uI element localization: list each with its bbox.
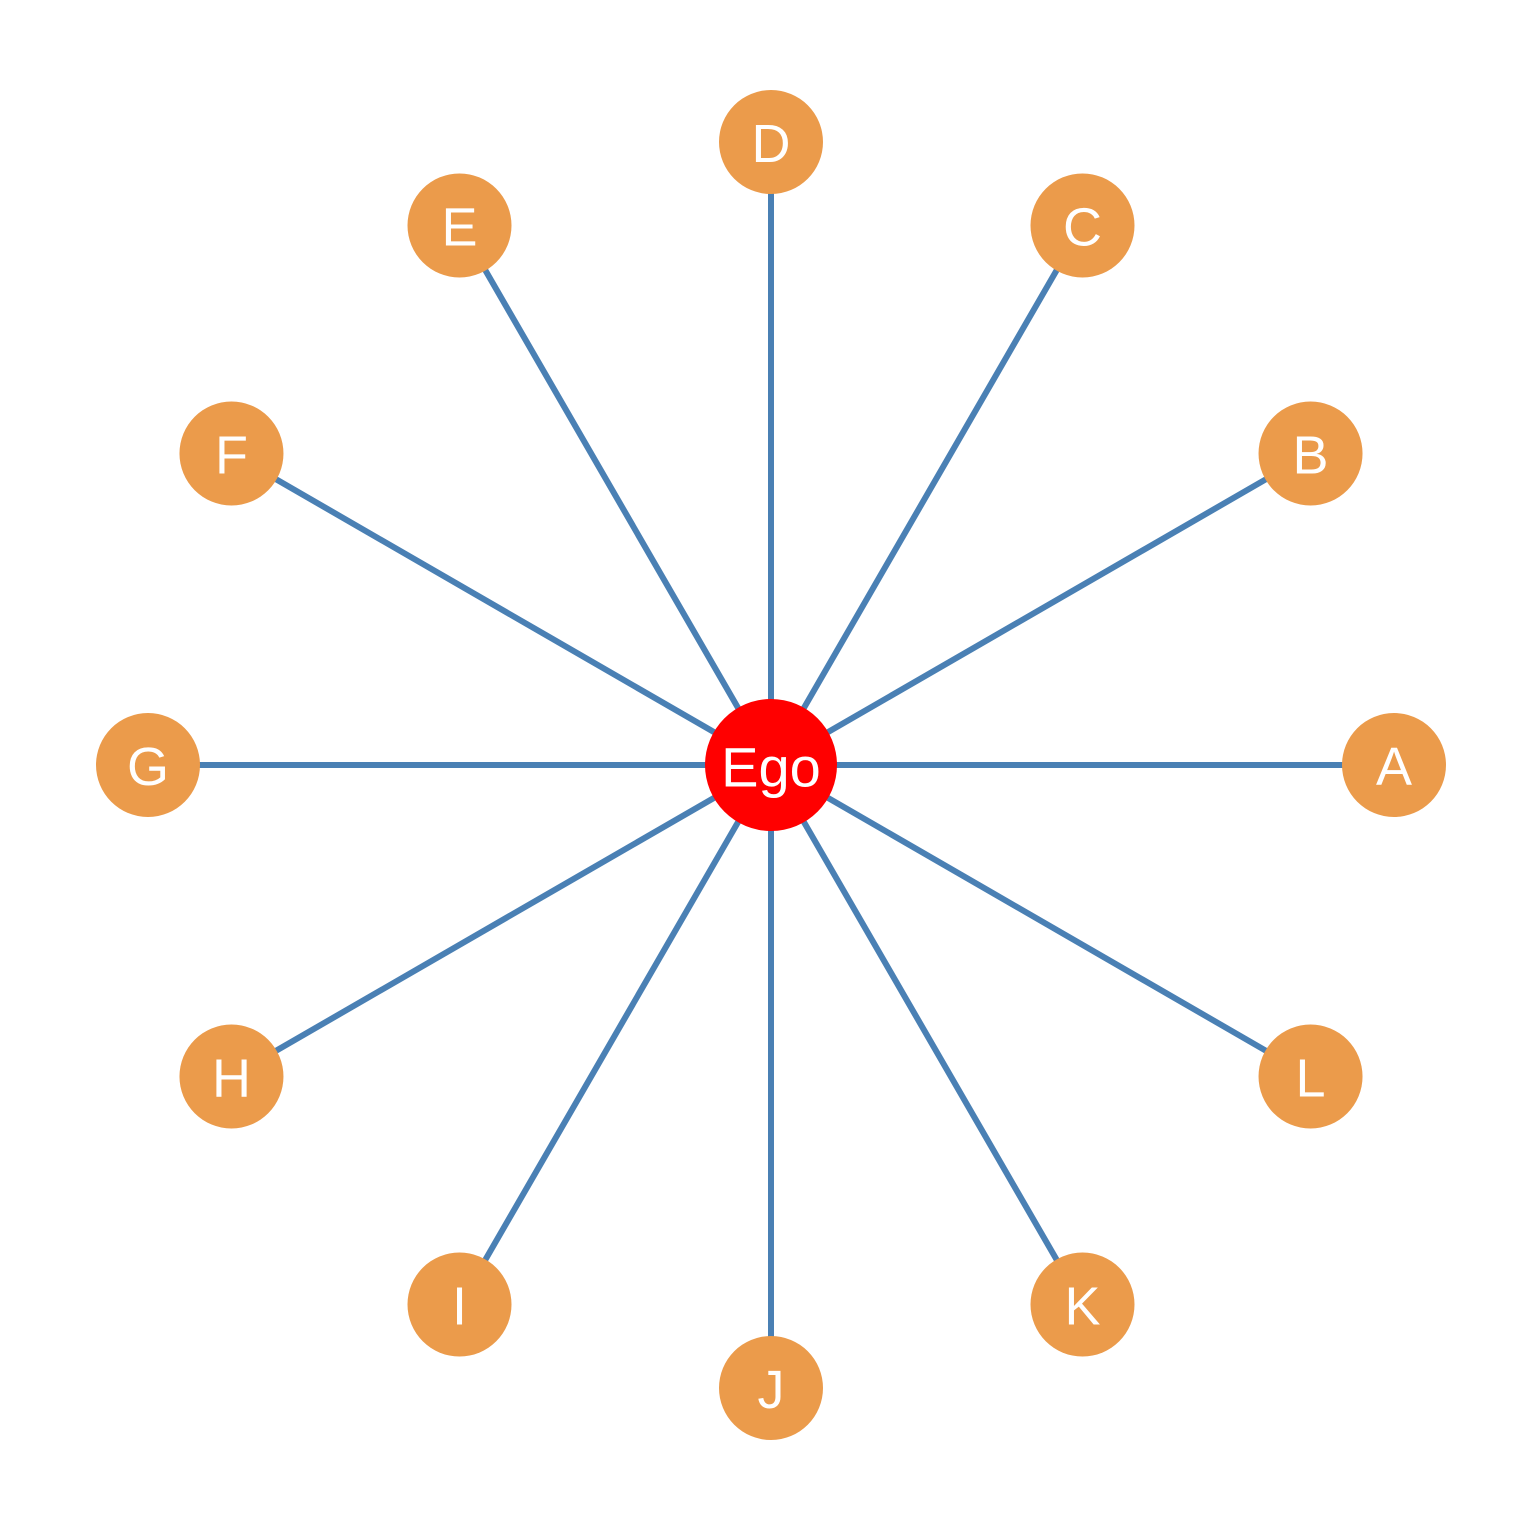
alter-node-h: H (179, 1024, 284, 1129)
alter-node-l: L (1258, 1024, 1363, 1129)
alter-node-circle (96, 713, 200, 817)
ego-node: Ego (705, 699, 837, 831)
edge-ego-f (229, 450, 773, 768)
alter-node-circle (1030, 173, 1135, 278)
edge-ego-k (768, 763, 1086, 1307)
alter-node-label: G (127, 737, 169, 797)
alter-node-circle (719, 90, 823, 194)
alter-node-label: F (215, 426, 248, 486)
edge-ego-i (456, 763, 774, 1307)
nodes-layer: A B C D E F G H I J K L (96, 90, 1446, 1440)
alter-node-circle (407, 173, 512, 278)
alter-node-label: K (1064, 1277, 1100, 1337)
alter-node-c: C (1030, 173, 1135, 278)
alter-node-label: E (441, 197, 477, 257)
alter-node-i: I (407, 1252, 512, 1357)
alter-node-circle (179, 401, 284, 506)
alter-node-f: F (179, 401, 284, 506)
edge-ego-l (769, 762, 1313, 1080)
alter-node-circle (1258, 1024, 1363, 1129)
edge-ego-h (229, 762, 773, 1080)
alter-node-circle (1030, 1252, 1135, 1357)
edge-ego-c (768, 223, 1086, 767)
alter-node-circle (719, 1336, 823, 1440)
alter-node-d: D (719, 90, 823, 194)
alter-node-circle (1342, 713, 1446, 817)
alter-node-g: G (96, 713, 200, 817)
alter-node-label: L (1296, 1049, 1326, 1109)
alter-node-e: E (407, 173, 512, 278)
alter-node-circle (407, 1252, 512, 1357)
alter-node-label: H (212, 1049, 251, 1109)
alter-node-label: C (1063, 197, 1102, 257)
alter-node-label: I (452, 1277, 467, 1337)
alter-node-j: J (719, 1336, 823, 1440)
alter-node-label: D (752, 114, 791, 174)
ego-node-label: Ego (721, 736, 821, 799)
ego-node-circle (705, 699, 837, 831)
edge-ego-e (456, 223, 774, 767)
edge-ego-b (769, 450, 1313, 768)
alter-node-circle (1258, 401, 1363, 506)
alter-node-circle (179, 1024, 284, 1129)
alter-node-b: B (1258, 401, 1363, 506)
alter-node-a: A (1342, 713, 1446, 817)
alter-node-label: A (1376, 737, 1412, 797)
alter-node-label: J (758, 1360, 785, 1420)
edges-layer (148, 142, 1394, 1388)
alter-node-k: K (1030, 1252, 1135, 1357)
alter-node-label: B (1293, 426, 1329, 486)
